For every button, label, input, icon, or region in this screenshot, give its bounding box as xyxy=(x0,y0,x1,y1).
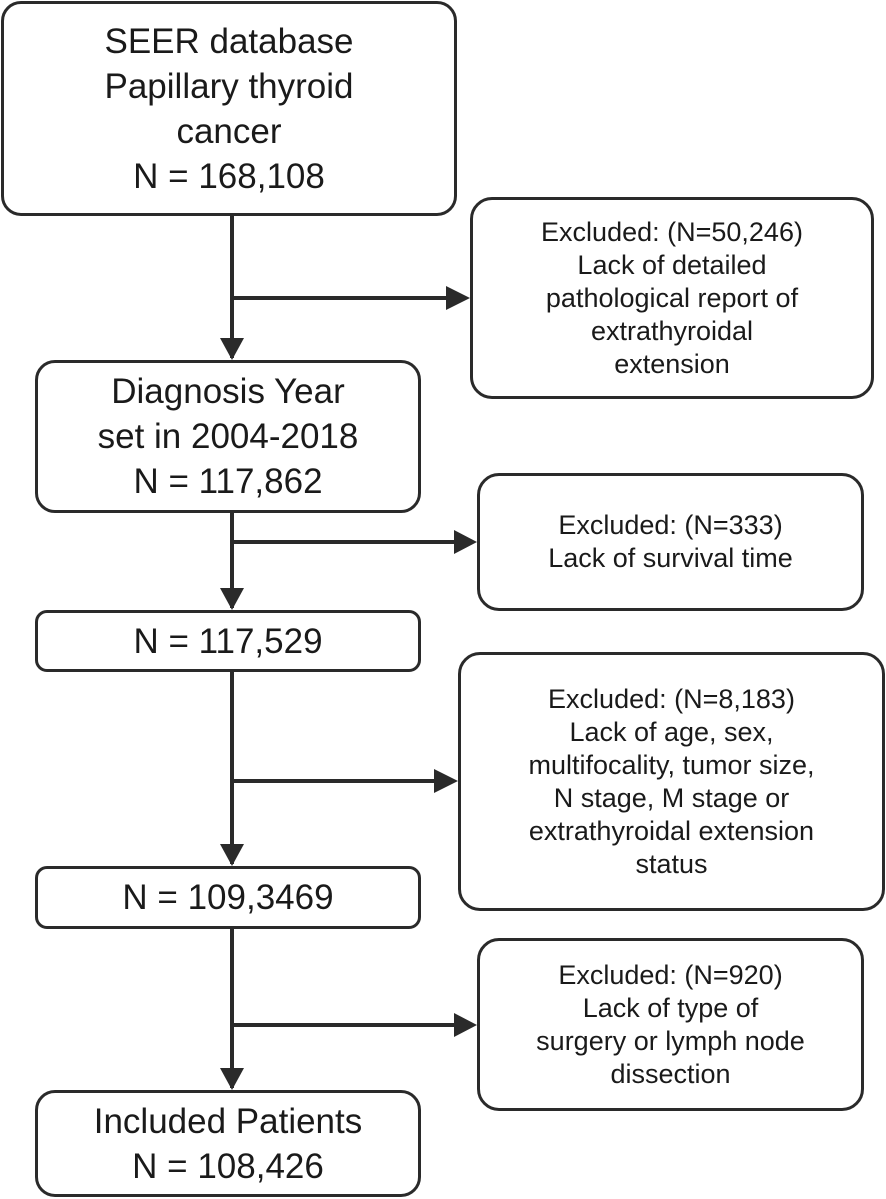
flow-arrowhead-1 xyxy=(220,338,244,360)
box-line: Excluded: (N=50,246) xyxy=(541,216,803,247)
box-excluded-survival: Excluded: (N=333) Lack of survival time xyxy=(477,473,864,611)
exclusion-arrowhead-1 xyxy=(446,286,470,310)
box-line: extrathyroidal xyxy=(590,315,754,346)
box-line: Lack of detailed xyxy=(577,249,767,280)
box-line: N = 168,108 xyxy=(133,156,325,196)
box-line: extrathyroidal extension xyxy=(528,815,815,846)
box-line: Lack of age, sex, xyxy=(569,716,774,747)
box-seer-database: SEER database Papillary thyroid cancer N… xyxy=(1,1,457,216)
box-diagnosis-year: Diagnosis Year set in 2004-2018 N = 117,… xyxy=(35,360,421,513)
box-n-117529: N = 117,529 xyxy=(35,610,421,672)
box-line: cancer xyxy=(176,111,282,151)
box-line: Lack of survival time xyxy=(548,543,793,573)
flow-arrowhead-4 xyxy=(220,1068,244,1090)
box-line: dissection xyxy=(610,1058,731,1089)
box-line: N = 108,426 xyxy=(132,1146,324,1186)
box-line: multifocality, tumor size, xyxy=(528,749,815,780)
box-line: set in 2004-2018 xyxy=(97,417,359,456)
box-line: status xyxy=(635,848,708,879)
exclusion-arrowhead-4 xyxy=(454,1013,477,1037)
box-excluded-extension: Excluded: (N=50,246) Lack of detailed pa… xyxy=(470,197,874,399)
exclusion-arrowhead-3 xyxy=(434,769,458,793)
box-line: pathological report of xyxy=(545,282,799,313)
box-line: Excluded: (N=920) xyxy=(558,959,783,990)
box-line: N = 117,862 xyxy=(133,462,323,501)
box-line: extension xyxy=(614,348,730,379)
box-line: N = 109,3469 xyxy=(122,878,334,917)
flow-arrowhead-2 xyxy=(220,588,244,610)
flow-arrowhead-3 xyxy=(220,844,244,866)
box-excluded-clinical: Excluded: (N=8,183) Lack of age, sex, mu… xyxy=(458,652,885,911)
box-line: Papillary thyroid xyxy=(104,66,354,106)
box-excluded-surgery: Excluded: (N=920) Lack of type of surger… xyxy=(477,938,864,1111)
box-line: Excluded: (N=8,183) xyxy=(548,683,795,714)
box-line: Excluded: (N=333) xyxy=(558,510,783,540)
box-line: Included Patients xyxy=(93,1101,363,1141)
box-line: N = 117,529 xyxy=(133,621,323,661)
box-line: surgery or lymph node xyxy=(536,1025,805,1056)
box-line: Lack of type of xyxy=(582,992,759,1023)
box-line: Diagnosis Year xyxy=(111,372,345,411)
box-line: N stage, M stage or xyxy=(553,782,790,813)
box-included-patients: Included Patients N = 108,426 xyxy=(35,1090,421,1197)
box-n-1093469: N = 109,3469 xyxy=(35,866,421,929)
box-line: SEER database xyxy=(104,21,354,61)
exclusion-arrowhead-2 xyxy=(454,530,477,554)
